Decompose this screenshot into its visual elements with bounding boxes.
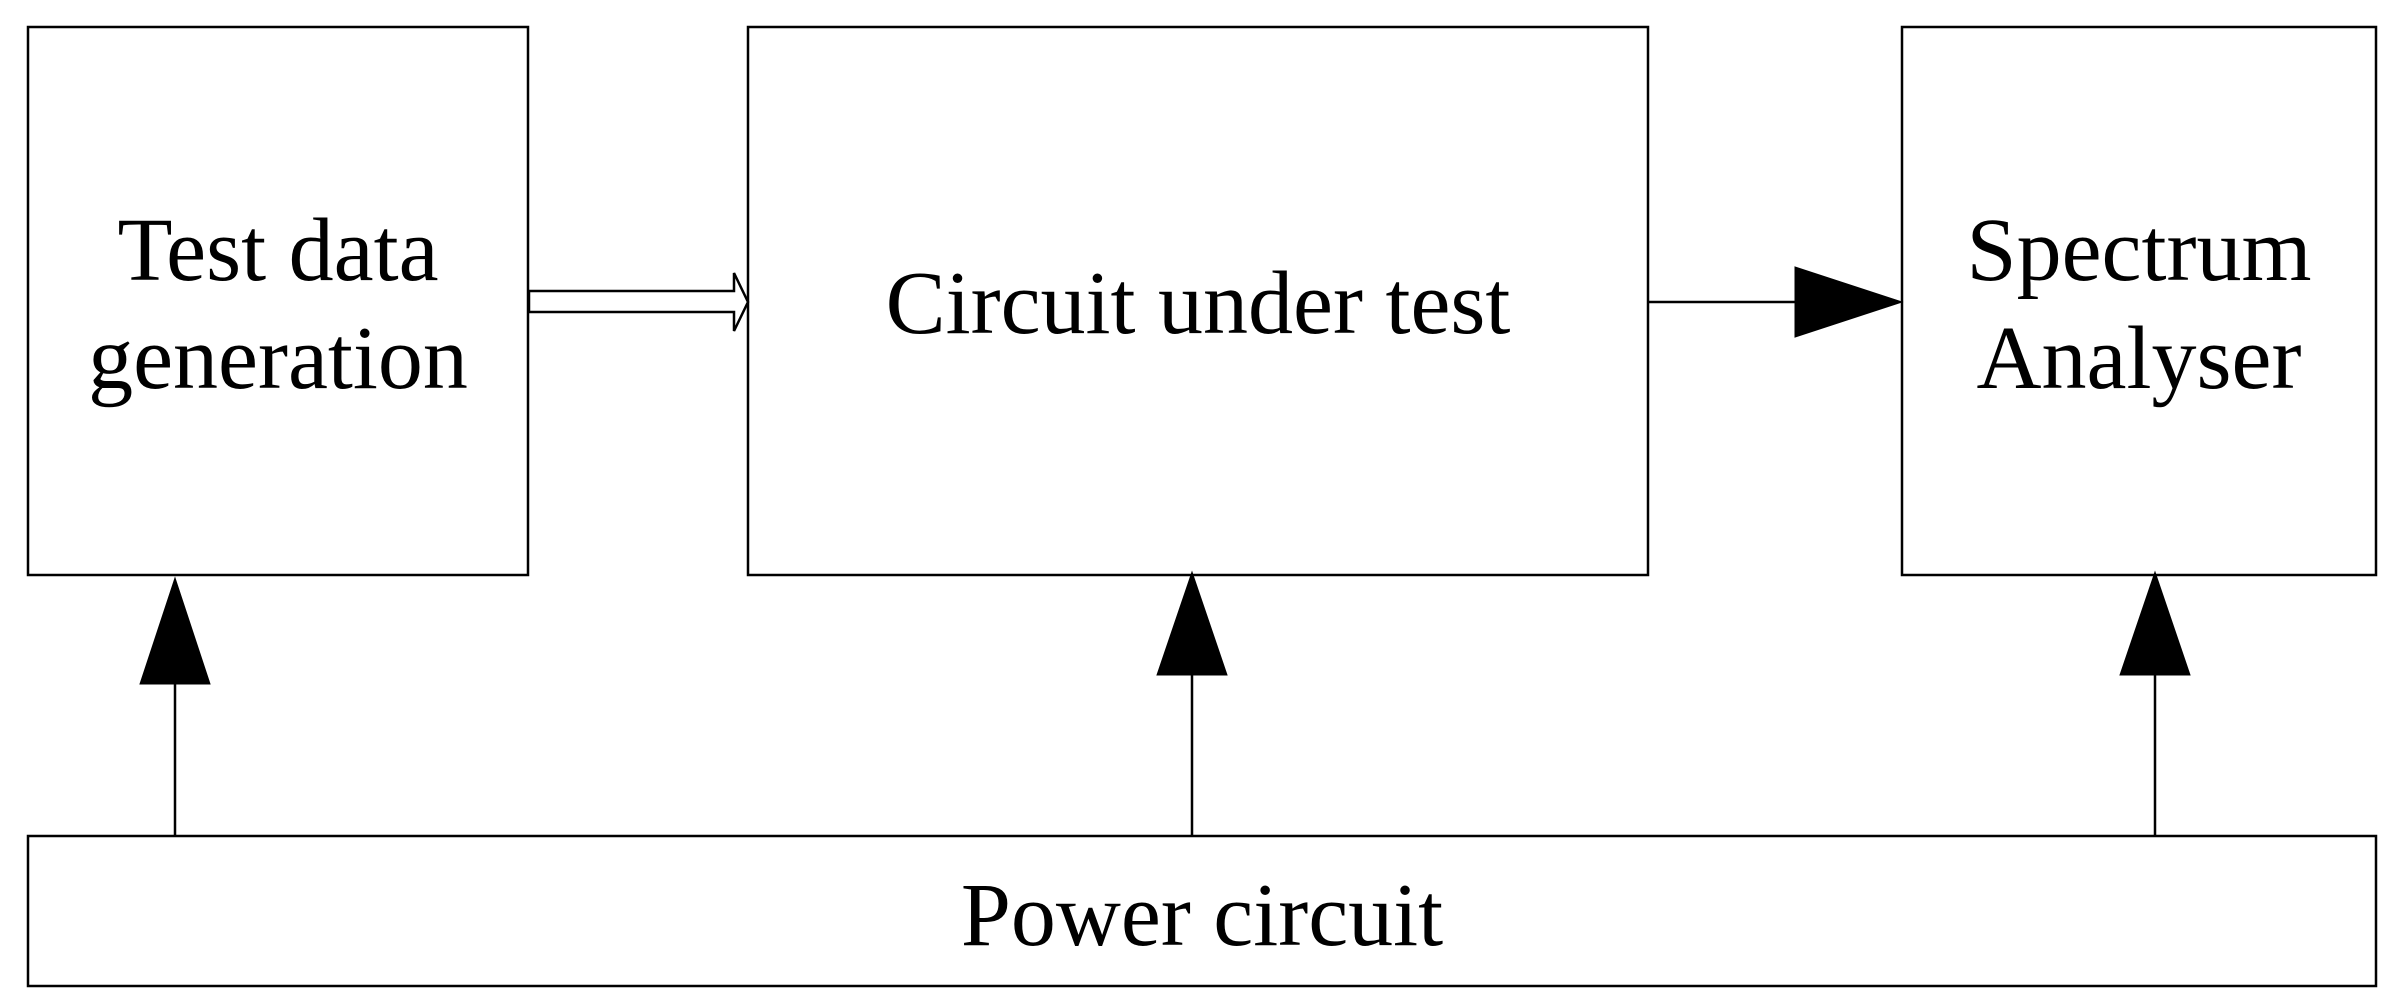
power-circuit-block: Power circuit	[26, 834, 2378, 988]
test-data-generation-label-line2: generation	[88, 309, 468, 408]
test-data-generation-label-line1: Test data	[117, 201, 438, 300]
test-data-generation-block: Test data generation	[26, 25, 530, 577]
spectrum-analyser-label-line1: Spectrum	[1967, 201, 2312, 300]
data-bus-arrow	[527, 272, 750, 332]
spectrum-analyser-label-line2: Analyser	[1977, 309, 2302, 408]
power-circuit-label: Power circuit	[961, 866, 1443, 965]
power-arrow-spectrum-analyser	[2119, 570, 2191, 836]
power-arrow-test-data-generation	[139, 576, 211, 836]
signal-arrow	[1648, 266, 1904, 338]
power-arrow-circuit-under-test	[1156, 570, 1228, 836]
circuit-under-test-label: Circuit under test	[886, 254, 1511, 353]
circuit-under-test-block: Circuit under test	[746, 25, 1650, 577]
spectrum-analyser-block: Spectrum Analyser	[1900, 25, 2378, 577]
